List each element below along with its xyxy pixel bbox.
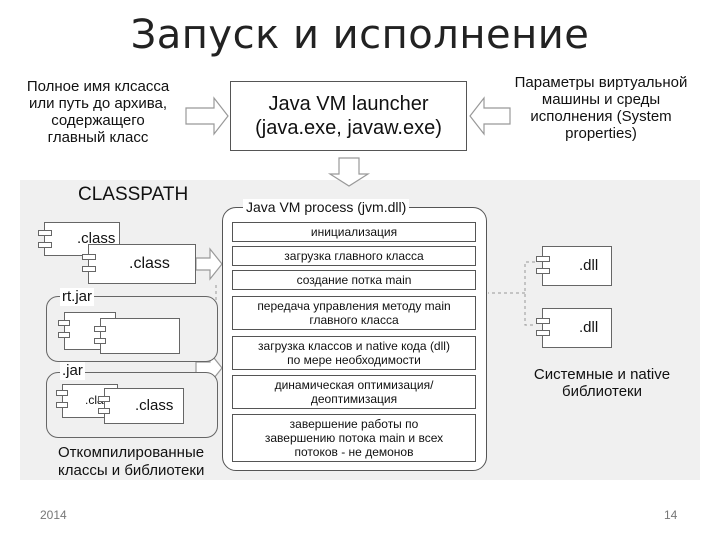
dll-file-label: .dll — [579, 319, 599, 336]
step-line: загрузка классов и native кода (dll) — [258, 339, 450, 353]
note-line: properties) — [565, 125, 637, 142]
rt-jar-label: rt.jar — [60, 288, 94, 306]
process-step: завершение работы по завершению потока m… — [232, 414, 476, 462]
arrow-classname-to-launcher — [185, 96, 229, 136]
arrow-class-to-process — [195, 247, 223, 281]
class-file-box: .class — [104, 388, 184, 424]
launcher-line: (java.exe, javaw.exe) — [255, 117, 442, 139]
class-file-label: .class — [129, 255, 170, 272]
component-tab-icon — [94, 326, 106, 332]
component-tab-icon — [82, 254, 96, 260]
step-line: завершение работы по — [289, 417, 419, 431]
note-line: Полное имя клсасса — [26, 78, 170, 95]
arrow-launcher-to-process — [327, 157, 371, 187]
process-step: передача управления методу main главного… — [232, 296, 476, 330]
component-tab-icon — [58, 320, 70, 326]
component-tab-icon — [536, 330, 550, 336]
component-tab-icon — [94, 338, 106, 344]
component-tab-icon — [536, 256, 550, 262]
step-line: динамическая оптимизация/ — [274, 378, 434, 392]
page-number: 14 — [664, 508, 678, 522]
component-tab-icon — [536, 318, 550, 324]
slide-title: Запуск и исполнение — [130, 12, 590, 58]
compiled-note: Откомпилированные классы и библиотеки — [58, 444, 204, 480]
class-file-box — [100, 318, 180, 354]
note-line: или путь до архива, — [28, 95, 168, 112]
component-tab-icon — [58, 332, 70, 338]
step-line: деоптимизация — [310, 392, 398, 406]
note-line: исполнения (System — [530, 108, 672, 125]
dll-file-label: .dll — [579, 257, 599, 274]
step-line: потоков - не демонов — [294, 445, 414, 459]
component-tab-icon — [56, 390, 68, 396]
class-file-box: .class — [88, 244, 196, 284]
component-tab-icon — [98, 396, 110, 402]
note-line: классы и библиотеки — [58, 462, 205, 479]
note-line: библиотеки — [561, 383, 643, 400]
footer-year: 2014 — [40, 508, 67, 522]
dll-connector — [488, 261, 535, 326]
step-line: по мере необходимости — [287, 353, 421, 367]
step-line: загрузка главного класса — [284, 249, 424, 263]
component-tab-icon — [98, 408, 110, 414]
classname-note: Полное имя клсасса или путь до архива, с… — [8, 78, 188, 146]
class-file-label: .class — [135, 397, 174, 414]
step-line: завершению потока main и всех — [264, 431, 444, 445]
note-line: содержащего — [51, 112, 145, 129]
note-line: Откомпилированные — [58, 444, 205, 461]
process-step: инициализация — [232, 222, 476, 242]
process-step: динамическая оптимизация/ деоптимизация — [232, 375, 476, 409]
note-line: Параметры виртуальной — [514, 74, 688, 91]
note-line: главный класс — [47, 129, 149, 146]
step-line: инициализация — [310, 225, 398, 239]
arrow-properties-to-launcher — [469, 96, 511, 136]
step-line: передача управления методу main — [257, 299, 451, 313]
process-step: создание потка main — [232, 270, 476, 290]
native-libs-note: Системные и native библиотеки — [512, 366, 692, 400]
jvm-process-label: Java VM process (jvm.dll) — [243, 199, 410, 215]
step-line: главного класса — [309, 313, 399, 327]
component-tab-icon — [38, 230, 52, 236]
component-tab-icon — [56, 402, 68, 408]
component-tab-icon — [38, 242, 52, 248]
component-tab-icon — [82, 266, 96, 272]
dll-file-box: .dll — [542, 246, 612, 286]
class-file-label: .class — [77, 230, 116, 247]
note-line: Системные и native — [533, 366, 671, 383]
component-tab-icon — [536, 268, 550, 274]
properties-note: Параметры виртуальной машины и среды исп… — [496, 74, 706, 142]
step-line: создание потка main — [296, 273, 412, 287]
dll-file-box: .dll — [542, 308, 612, 348]
launcher-line: Java VM launcher — [268, 93, 429, 115]
classpath-label: CLASSPATH — [78, 184, 189, 205]
note-line: машины и среды — [541, 91, 661, 108]
process-step: загрузка главного класса — [232, 246, 476, 266]
jvm-launcher-box: Java VM launcher (java.exe, javaw.exe) — [230, 81, 467, 151]
process-step: загрузка классов и native кода (dll) по … — [232, 336, 476, 370]
jar-label: .jar — [60, 362, 85, 380]
